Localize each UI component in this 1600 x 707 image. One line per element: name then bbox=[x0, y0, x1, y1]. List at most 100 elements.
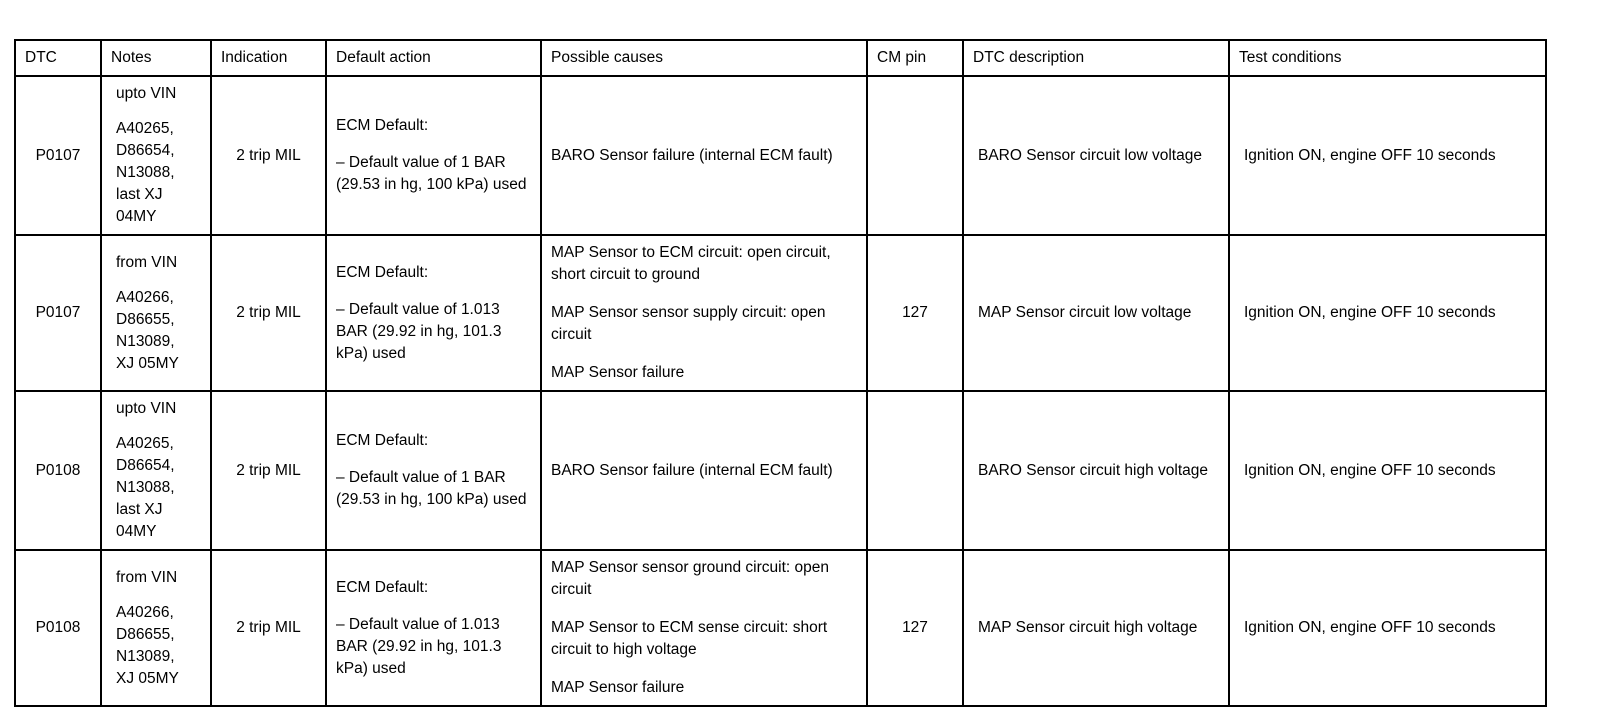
dtc-code-text: P0108 bbox=[35, 619, 81, 636]
cell-notes: from VIN A40266, D86655, N13089, XJ 05MY bbox=[100, 549, 212, 707]
cm-pin-text: 127 bbox=[902, 619, 928, 636]
cell-test-conditions: Ignition ON, engine OFF 10 seconds bbox=[1228, 390, 1547, 551]
cell-test-conditions: Ignition ON, engine OFF 10 seconds bbox=[1228, 234, 1547, 392]
possible-cause-item: MAP Sensor to ECM circuit: open circuit,… bbox=[551, 244, 831, 283]
table-header: DTC Notes Indication Default action Poss… bbox=[14, 39, 1547, 77]
notes-vin-line: N13089, bbox=[116, 647, 175, 665]
notes-heading: upto VIN bbox=[116, 85, 177, 102]
cell-indication: 2 trip MIL bbox=[210, 234, 327, 392]
default-action-body: – Default value of 1 BAR (29.53 in hg, 1… bbox=[336, 469, 527, 508]
table-row: P0108 from VIN A40266, D86655, N13089, XJ 05M… bbox=[14, 549, 1547, 707]
notes-vin-list: A40266, D86655, N13089, XJ 05MY bbox=[116, 602, 201, 690]
test-conditions-text: Ignition ON, engine OFF 10 seconds bbox=[1244, 619, 1496, 636]
notes-vin-list: A40265, D86654, N13088, last XJ 04MY bbox=[116, 433, 201, 543]
cell-indication: 2 trip MIL bbox=[210, 549, 327, 707]
default-action-heading: ECM Default: bbox=[336, 117, 429, 134]
cell-possible-causes: MAP Sensor to ECM circuit: open circuit,… bbox=[540, 234, 868, 392]
dtc-description-text: BARO Sensor circuit low voltage bbox=[978, 146, 1202, 164]
column-header-cm-pin: CM pin bbox=[866, 39, 964, 77]
default-action-heading: ECM Default: bbox=[336, 263, 429, 281]
test-conditions-text: Ignition ON, engine OFF 10 seconds bbox=[1244, 304, 1496, 321]
notes-vin-line: N13088, bbox=[116, 164, 175, 181]
cell-possible-causes: BARO Sensor failure (internal ECM fault) bbox=[540, 75, 868, 236]
cell-dtc-description: BARO Sensor circuit low voltage bbox=[962, 75, 1230, 236]
cell-notes: from VIN A40266, D86655, N13089, XJ 05MY bbox=[100, 234, 212, 392]
default-action-heading: ECM Default: bbox=[336, 432, 429, 449]
notes-vin-line: XJ 05MY bbox=[116, 354, 179, 372]
cell-dtc-code: P0107 bbox=[14, 75, 102, 236]
indication-text: 2 trip MIL bbox=[236, 619, 301, 636]
notes-vin-line: A40266, bbox=[116, 603, 174, 621]
notes-vin-line: D86655, bbox=[116, 625, 175, 643]
notes-heading: upto VIN bbox=[116, 400, 177, 417]
possible-cause-item: MAP Sensor failure bbox=[551, 364, 685, 381]
cell-default-action: ECM Default: – Default value of 1 BAR (29… bbox=[325, 75, 542, 236]
notes-vin-line: 04MY bbox=[116, 208, 157, 225]
notes-vin-line: 04MY bbox=[116, 523, 157, 540]
notes-vin-line: A40265, bbox=[116, 120, 174, 137]
possible-cause-item: MAP Sensor sensor supply circuit: open c… bbox=[551, 304, 826, 343]
notes-vin-line: D86655, bbox=[116, 310, 175, 328]
column-header-dtc-description: DTC description bbox=[962, 39, 1230, 77]
cell-dtc-description: MAP Sensor circuit low voltage bbox=[962, 234, 1230, 392]
default-action-heading: ECM Default: bbox=[336, 578, 429, 596]
notes-vin-line: last XJ bbox=[116, 186, 163, 203]
possible-cause-item: MAP Sensor sensor ground circuit: open c… bbox=[551, 559, 830, 598]
notes-vin-line: N13089, bbox=[116, 332, 175, 350]
cell-indication: 2 trip MIL bbox=[210, 75, 327, 236]
column-header-test-conditions: Test conditions bbox=[1228, 39, 1547, 77]
test-conditions-text: Ignition ON, engine OFF 10 seconds bbox=[1244, 146, 1496, 164]
dtc-description-text: BARO Sensor circuit high voltage bbox=[978, 461, 1209, 479]
default-action-body: – Default value of 1 BAR (29.53 in hg, 1… bbox=[336, 154, 527, 193]
notes-vin-line: D86654, bbox=[116, 142, 175, 159]
test-conditions-text: Ignition ON, engine OFF 10 seconds bbox=[1244, 461, 1496, 479]
table-row: P0108 upto VIN A40265, D86654, N13088, last X… bbox=[14, 390, 1547, 551]
cell-default-action: ECM Default: – Default value of 1.013 BAR… bbox=[325, 234, 542, 392]
table-body: P0107 upto VIN A40265, D86654, N13088, last X… bbox=[14, 75, 1547, 707]
notes-vin-line: A40265, bbox=[116, 435, 174, 452]
dtc-code-text: P0107 bbox=[35, 304, 81, 321]
cell-indication: 2 trip MIL bbox=[210, 390, 327, 551]
default-action-body: – Default value of 1.013 BAR (29.92 in h… bbox=[336, 300, 502, 362]
notes-vin-list: A40266, D86655, N13089, XJ 05MY bbox=[116, 287, 201, 375]
notes-vin-line: XJ 05MY bbox=[116, 669, 179, 687]
cell-cm-pin bbox=[866, 390, 964, 551]
possible-cause-item: BARO Sensor failure (internal ECM fault) bbox=[551, 146, 833, 164]
column-header-default-action: Default action bbox=[325, 39, 542, 77]
dtc-code-text: P0108 bbox=[35, 461, 81, 479]
table-row: P0107 from VIN A40266, D86655, N13089, XJ 05M… bbox=[14, 234, 1547, 392]
possible-cause-item: MAP Sensor failure bbox=[551, 679, 685, 696]
header-row: DTC Notes Indication Default action Poss… bbox=[14, 39, 1547, 77]
notes-vin-line: N13088, bbox=[116, 479, 175, 496]
indication-text: 2 trip MIL bbox=[236, 304, 301, 321]
possible-cause-item: BARO Sensor failure (internal ECM fault) bbox=[551, 461, 833, 479]
cell-notes: upto VIN A40265, D86654, N13088, last XJ 04MY bbox=[100, 75, 212, 236]
dtc-code-text: P0107 bbox=[35, 146, 81, 164]
column-header-indication: Indication bbox=[210, 39, 327, 77]
dtc-description-text: MAP Sensor circuit low voltage bbox=[978, 304, 1192, 321]
cell-default-action: ECM Default: – Default value of 1.013 BAR… bbox=[325, 549, 542, 707]
table-row: P0107 upto VIN A40265, D86654, N13088, last X… bbox=[14, 75, 1547, 236]
notes-heading: from VIN bbox=[116, 253, 178, 271]
cell-dtc-code: P0108 bbox=[14, 549, 102, 707]
notes-vin-line: last XJ bbox=[116, 501, 163, 518]
notes-heading: from VIN bbox=[116, 568, 178, 586]
notes-vin-line: A40266, bbox=[116, 288, 174, 306]
notes-vin-line: D86654, bbox=[116, 457, 175, 474]
cm-pin-text: 127 bbox=[902, 304, 928, 321]
indication-text: 2 trip MIL bbox=[236, 146, 301, 164]
cell-cm-pin: 127 bbox=[866, 234, 964, 392]
notes-vin-list: A40265, D86654, N13088, last XJ 04MY bbox=[116, 118, 201, 228]
cell-dtc-code: P0108 bbox=[14, 390, 102, 551]
cell-default-action: ECM Default: – Default value of 1 BAR (29… bbox=[325, 390, 542, 551]
cell-test-conditions: Ignition ON, engine OFF 10 seconds bbox=[1228, 549, 1547, 707]
cell-possible-causes: MAP Sensor sensor ground circuit: open c… bbox=[540, 549, 868, 707]
column-header-dtc: DTC bbox=[14, 39, 102, 77]
default-action-body: – Default value of 1.013 BAR (29.92 in h… bbox=[336, 615, 502, 677]
indication-text: 2 trip MIL bbox=[236, 461, 301, 479]
cell-cm-pin: 127 bbox=[866, 549, 964, 707]
dtc-description-text: MAP Sensor circuit high voltage bbox=[978, 619, 1198, 636]
cell-notes: upto VIN A40265, D86654, N13088, last XJ 04MY bbox=[100, 390, 212, 551]
column-header-notes: Notes bbox=[100, 39, 212, 77]
